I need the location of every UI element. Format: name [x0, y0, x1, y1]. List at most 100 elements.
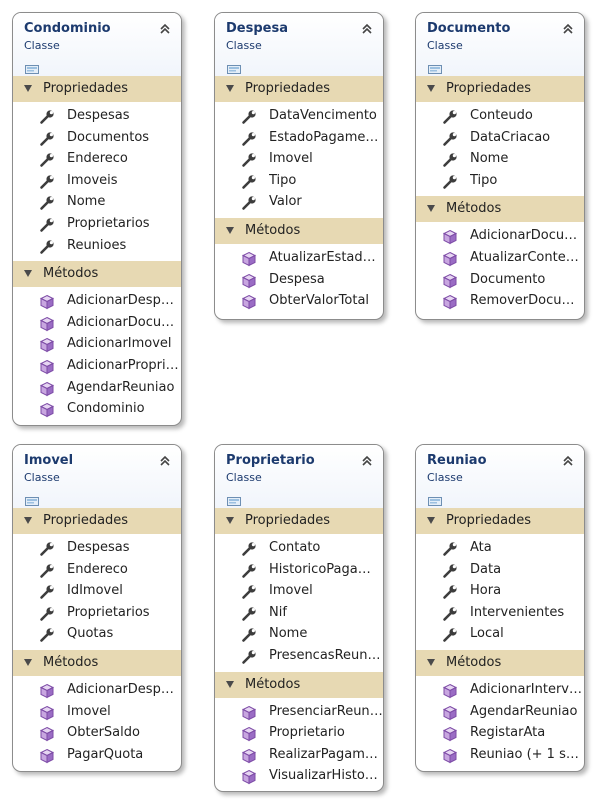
- method-row[interactable]: AdicionarPropri…: [13, 356, 181, 378]
- method-row[interactable]: PresenciarReuni…: [215, 702, 383, 724]
- property-row[interactable]: Reunioes: [13, 236, 181, 258]
- class-name[interactable]: Proprietario: [226, 453, 315, 468]
- section-header-methods[interactable]: Métodos: [416, 649, 584, 676]
- method-row[interactable]: VisualizarHistori…: [215, 766, 383, 788]
- triangle-down-icon[interactable]: [427, 85, 435, 92]
- triangle-down-icon[interactable]: [24, 658, 32, 666]
- property-row[interactable]: Ata: [416, 538, 584, 560]
- property-row[interactable]: Proprietarios: [13, 603, 181, 625]
- cube-icon: [442, 748, 458, 764]
- method-row[interactable]: RealizarPagame…: [215, 745, 383, 767]
- triangle-down-icon[interactable]: [427, 517, 435, 524]
- section-header-methods[interactable]: Métodos: [13, 261, 181, 288]
- property-row[interactable]: PresencasReuni…: [215, 646, 383, 668]
- property-row[interactable]: Contato: [215, 538, 383, 560]
- property-row[interactable]: Valor: [215, 192, 383, 214]
- method-row[interactable]: ObterValorTotal: [215, 291, 383, 313]
- method-row[interactable]: ObterSaldo: [13, 723, 181, 745]
- property-row[interactable]: DataCriacao: [416, 128, 584, 150]
- method-row[interactable]: RegistarAta: [416, 723, 584, 745]
- triangle-down-icon[interactable]: [427, 658, 435, 666]
- method-row[interactable]: AdicionarDespesa: [13, 680, 181, 702]
- method-row[interactable]: AdicionarDespesa: [13, 291, 181, 313]
- method-row[interactable]: Condominio: [13, 399, 181, 421]
- property-row[interactable]: Tipo: [416, 171, 584, 193]
- triangle-down-icon[interactable]: [226, 85, 234, 92]
- triangle-down-icon[interactable]: [24, 517, 32, 524]
- property-row[interactable]: Documentos: [13, 128, 181, 150]
- method-row[interactable]: AdicionarDocu…: [13, 313, 181, 335]
- class-name[interactable]: Imovel: [24, 453, 74, 468]
- section-header-properties[interactable]: Propriedades: [215, 76, 383, 102]
- method-row[interactable]: AdicionarInterv…: [416, 680, 584, 702]
- property-row[interactable]: Conteudo: [416, 106, 584, 128]
- double-chevron-up-icon[interactable]: [561, 452, 575, 466]
- section-header-properties[interactable]: Propriedades: [416, 76, 584, 102]
- method-row[interactable]: RemoverDocum…: [416, 291, 584, 313]
- section-header-methods[interactable]: Métodos: [215, 671, 383, 698]
- property-row[interactable]: DataVencimento: [215, 106, 383, 128]
- method-row[interactable]: Despesa: [215, 270, 383, 292]
- property-row[interactable]: Nif: [215, 603, 383, 625]
- property-row[interactable]: Despesas: [13, 106, 181, 128]
- class-name[interactable]: Despesa: [226, 21, 288, 36]
- double-chevron-up-icon[interactable]: [561, 20, 575, 34]
- method-row[interactable]: Proprietario: [215, 723, 383, 745]
- property-row[interactable]: Nome: [416, 149, 584, 171]
- double-chevron-up-icon[interactable]: [158, 20, 172, 34]
- double-chevron-up-icon[interactable]: [158, 452, 172, 466]
- property-row[interactable]: IdImovel: [13, 581, 181, 603]
- triangle-down-icon[interactable]: [24, 270, 32, 278]
- property-row[interactable]: Nome: [215, 624, 383, 646]
- double-chevron-up-icon[interactable]: [360, 452, 374, 466]
- section-header-methods[interactable]: Métodos: [215, 217, 383, 244]
- class-name[interactable]: Reuniao: [427, 453, 487, 468]
- section-header-properties[interactable]: Propriedades: [416, 508, 584, 534]
- property-row[interactable]: Quotas: [13, 624, 181, 646]
- property-row[interactable]: Imovel: [215, 581, 383, 603]
- property-row[interactable]: EstadoPagamen…: [215, 128, 383, 150]
- property-row[interactable]: Data: [416, 560, 584, 582]
- class-name[interactable]: Condominio: [24, 21, 111, 36]
- property-row[interactable]: HistoricoPagam…: [215, 560, 383, 582]
- method-row[interactable]: AtualizarEstado…: [215, 248, 383, 270]
- triangle-down-icon[interactable]: [427, 205, 435, 213]
- method-row[interactable]: Imovel: [13, 702, 181, 724]
- method-row[interactable]: AtualizarConteu…: [416, 248, 584, 270]
- triangle-down-icon[interactable]: [226, 680, 234, 688]
- method-name: AdicionarDespesa: [67, 293, 181, 309]
- method-row[interactable]: AdicionarImovel: [13, 334, 181, 356]
- class-name[interactable]: Documento: [427, 21, 511, 36]
- section-header-properties[interactable]: Propriedades: [13, 508, 181, 534]
- class-icon: [25, 491, 39, 506]
- cube-icon: [241, 294, 257, 310]
- property-row[interactable]: Despesas: [13, 538, 181, 560]
- property-row[interactable]: Endereco: [13, 560, 181, 582]
- method-name: Documento: [470, 271, 546, 287]
- property-row[interactable]: Local: [416, 624, 584, 646]
- property-row[interactable]: Hora: [416, 581, 584, 603]
- triangle-down-icon[interactable]: [226, 226, 234, 234]
- method-row[interactable]: Documento: [416, 270, 584, 292]
- method-row[interactable]: AgendarReuniao: [416, 702, 584, 724]
- triangle-down-icon[interactable]: [226, 517, 234, 524]
- property-row[interactable]: Imoveis: [13, 171, 181, 193]
- section-header-methods[interactable]: Métodos: [416, 196, 584, 223]
- double-chevron-up-icon[interactable]: [360, 20, 374, 34]
- section-header-methods[interactable]: Métodos: [13, 649, 181, 676]
- method-row[interactable]: AdicionarDocu…: [416, 226, 584, 248]
- section-header-properties[interactable]: Propriedades: [215, 508, 383, 534]
- section-header-properties[interactable]: Propriedades: [13, 76, 181, 102]
- property-row[interactable]: Endereco: [13, 149, 181, 171]
- property-row[interactable]: Intervenientes: [416, 603, 584, 625]
- property-name: Nome: [67, 194, 106, 210]
- method-row[interactable]: Reuniao (+ 1 so…: [416, 745, 584, 767]
- property-row[interactable]: Proprietarios: [13, 214, 181, 236]
- property-row[interactable]: Tipo: [215, 171, 383, 193]
- property-row[interactable]: Nome: [13, 192, 181, 214]
- method-row[interactable]: AgendarReuniao: [13, 378, 181, 400]
- triangle-down-icon[interactable]: [24, 85, 32, 92]
- property-row[interactable]: Imovel: [215, 149, 383, 171]
- method-row[interactable]: PagarQuota: [13, 745, 181, 767]
